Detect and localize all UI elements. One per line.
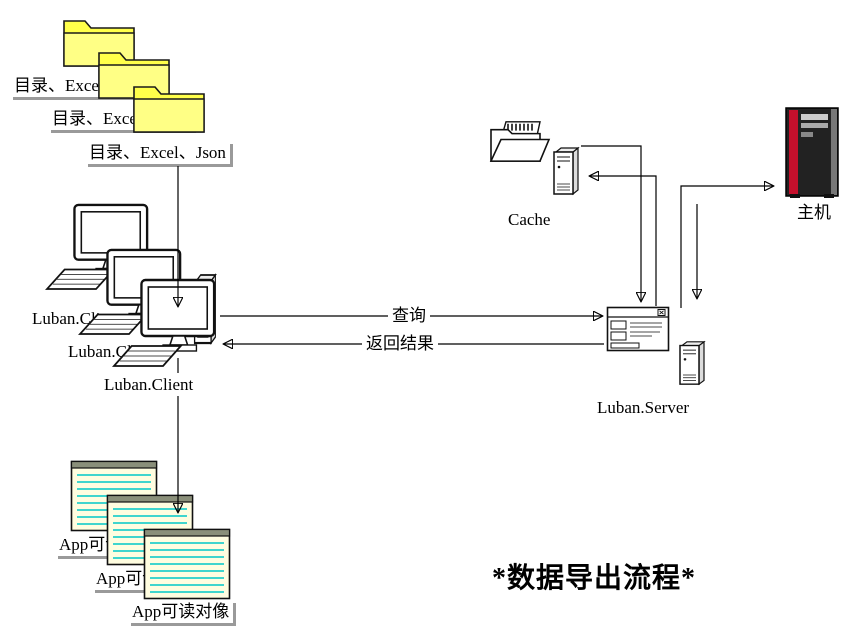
doc-stack-label: App可读对像 xyxy=(128,600,234,623)
client-label: Luban.Client xyxy=(100,373,198,396)
cache-server-icon xyxy=(551,146,581,196)
cache-folder-icon xyxy=(486,112,554,167)
server-window-icon xyxy=(606,306,670,352)
response-flow-label: 返回结果 xyxy=(362,332,438,355)
server-tower-icon xyxy=(677,340,707,386)
folder-stack-label: 目录、Excel、Json xyxy=(85,141,230,164)
connector-cache-to-server xyxy=(581,145,641,301)
query-flow-label: 查询 xyxy=(388,304,430,327)
computer-icon xyxy=(112,278,220,368)
server-label: Luban.Server xyxy=(593,396,694,419)
host-label: 主机 xyxy=(793,201,835,224)
connector-server-to-host xyxy=(680,186,773,308)
cache-label: Cache xyxy=(504,208,555,231)
document-icon xyxy=(143,528,231,600)
diagram-title: *数据导出流程* xyxy=(492,563,697,594)
host-tower-icon xyxy=(784,106,842,200)
connector-server-to-cache xyxy=(590,176,657,306)
folder-icon xyxy=(130,74,210,136)
